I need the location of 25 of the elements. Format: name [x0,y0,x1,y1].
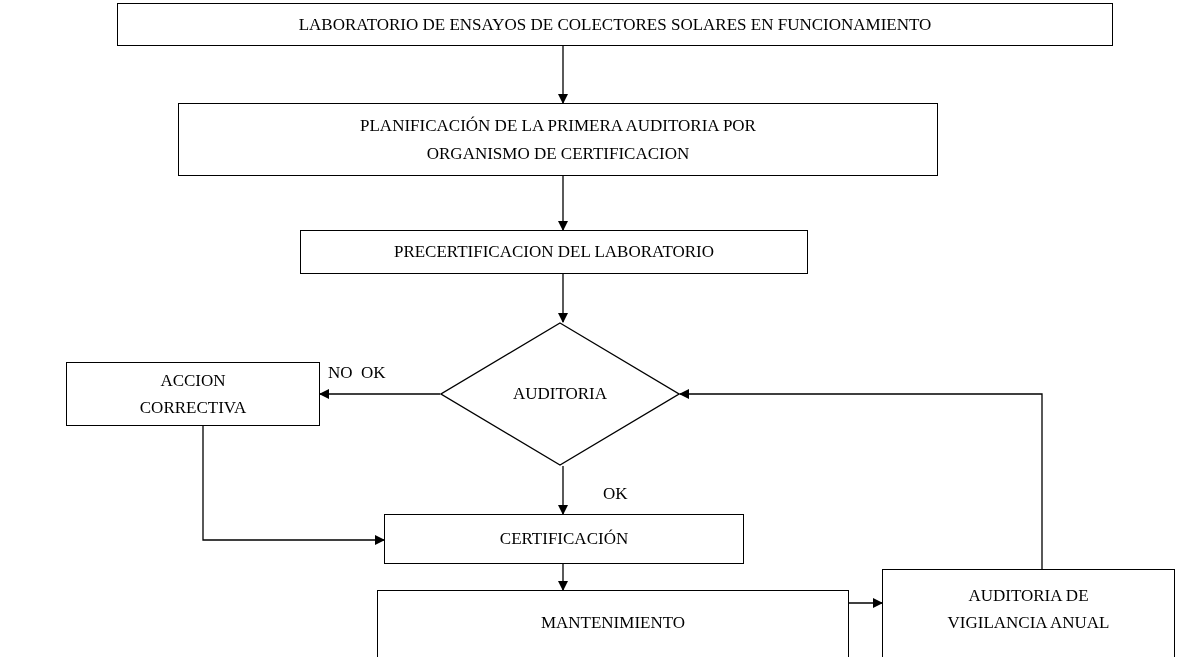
node-text: MANTENIMIENTO [540,612,686,634]
node-text: LABORATORIO DE ENSAYOS DE COLECTORES SOLARES EN FUNCIONAMIENTO [298,13,932,36]
node-text: CERTIFICACIÓN [499,528,629,551]
arrow [558,45,568,104]
decision-diamond [440,322,680,466]
arrow [679,389,1043,570]
arrow [319,389,441,399]
node-text: PLANIFICACIÓN DE LA PRIMERA AUDITORIA POR ORGANISMO DE CERTIFICACION [359,115,757,165]
process-box [300,230,808,274]
process-box [882,569,1175,657]
process-box [384,514,744,564]
arrow [558,273,568,323]
arrow [558,563,568,591]
process-box [66,362,320,426]
process-box [377,590,849,657]
node-text: AUDITORIA DE VIGILANCIA ANUAL [946,585,1111,635]
node-text: AUDITORIA [512,383,608,406]
arrow [848,598,883,608]
node-text: ACCION CORRECTIVA [138,369,248,419]
process-box [117,3,1113,46]
arrow [558,465,568,515]
arrow [202,425,385,545]
process-box [178,103,938,176]
arrow [558,175,568,231]
node-text: PRECERTIFICACION DEL LABORATORIO [393,241,715,264]
